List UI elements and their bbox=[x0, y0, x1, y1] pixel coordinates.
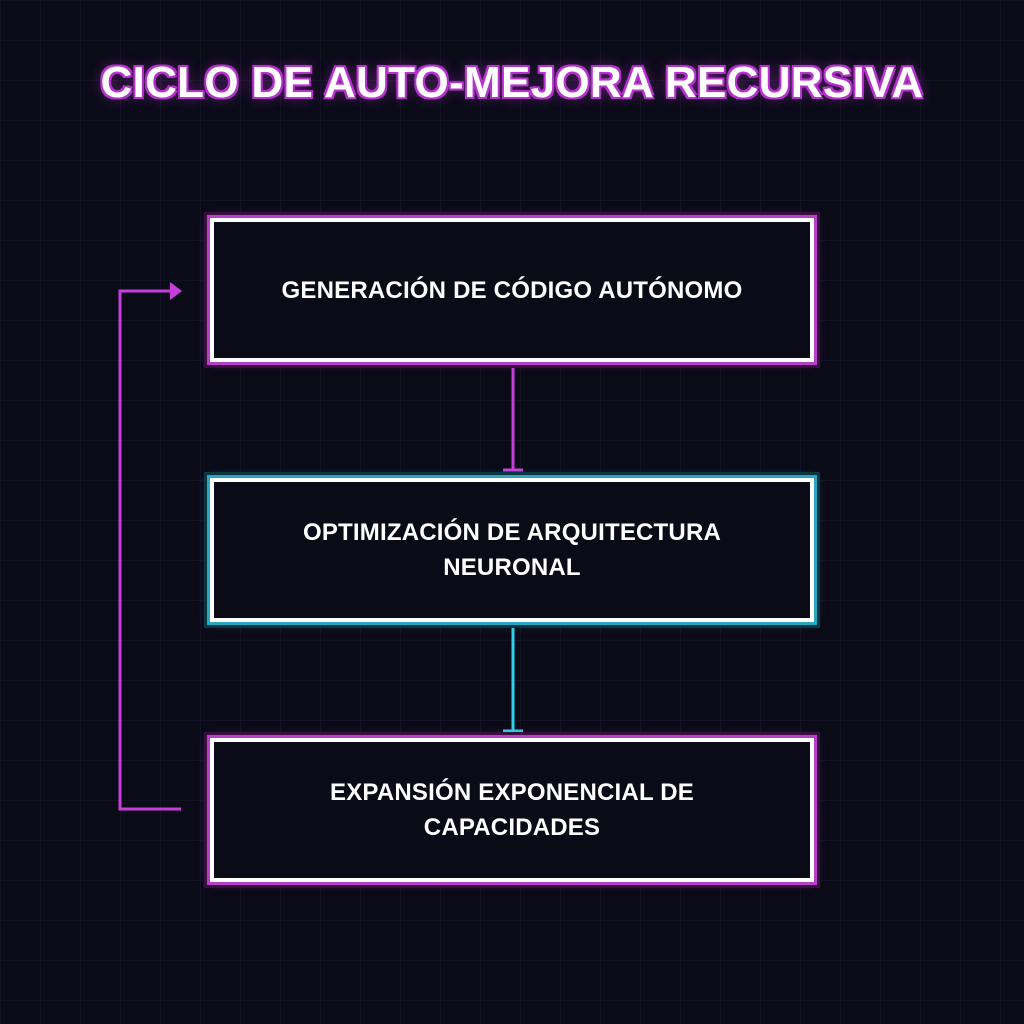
connector-generation-to-optimization bbox=[503, 360, 523, 472]
node-code-generation: GENERACIÓN DE CÓDIGO AUTÓNOMO bbox=[210, 218, 814, 362]
connector-optimization-to-expansion bbox=[503, 620, 523, 733]
node-label: OPTIMIZACIÓN DE ARQUITECTURA NEURONAL bbox=[302, 519, 722, 581]
node-label: GENERACIÓN DE CÓDIGO AUTÓNOMO bbox=[281, 276, 743, 304]
node-label: EXPANSIÓN EXPONENCIAL DE CAPACIDADES bbox=[330, 779, 694, 841]
diagram-title: CICLO DE AUTO-MEJORA RECURSIVA bbox=[100, 58, 924, 107]
arrowhead-icon bbox=[170, 282, 182, 300]
node-architecture-optimization: OPTIMIZACIÓN DE ARQUITECTURA NEURONAL bbox=[210, 478, 814, 622]
node-capability-expansion: EXPANSIÓN EXPONENCIAL DE CAPACIDADES bbox=[210, 738, 814, 882]
feedback-loop-arrow bbox=[118, 282, 182, 811]
